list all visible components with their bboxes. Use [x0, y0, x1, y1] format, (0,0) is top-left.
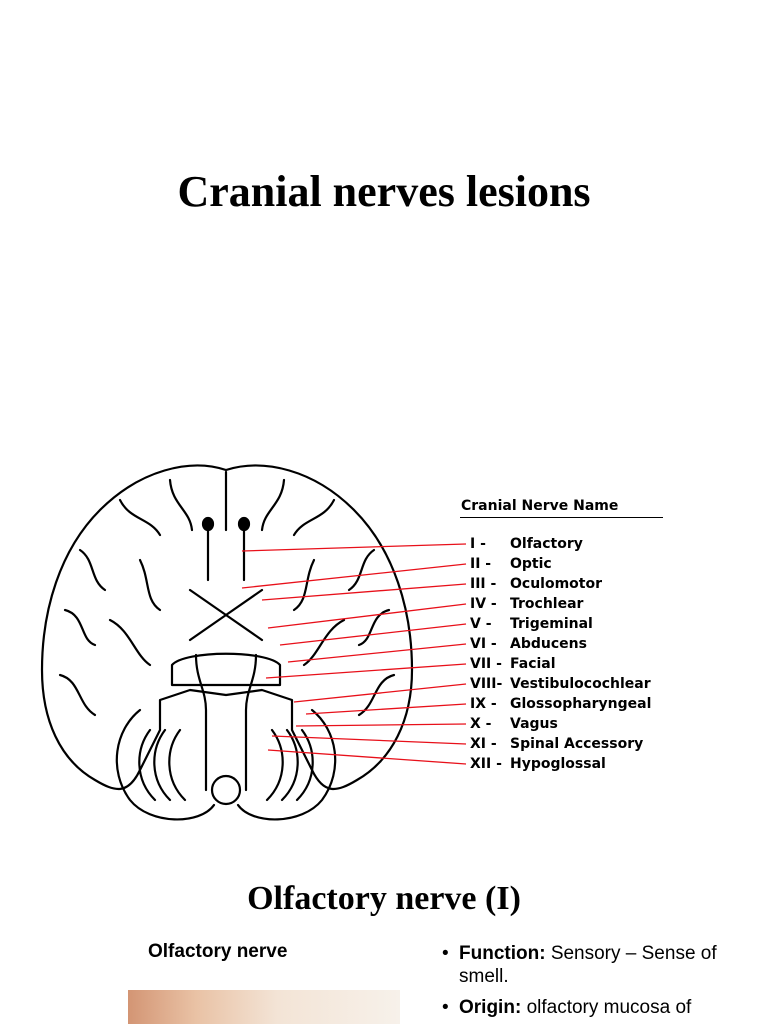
nerve-pointer-line — [241, 563, 467, 589]
nerve-number: VI - — [470, 636, 497, 652]
nerve-name: Olfactory — [510, 536, 583, 552]
nerve-name: Optic — [510, 556, 552, 572]
bullet-label: Function: — [459, 943, 546, 964]
nerve-pointer-line — [267, 749, 467, 765]
bullet-list: • Function: Sensory – Sense of smell. • Or… — [442, 942, 742, 1027]
nerve-pointer-line — [305, 703, 467, 715]
nerve-number: X - — [470, 716, 492, 732]
nerve-item: VIII- Vestibulocochlear — [470, 674, 651, 694]
bullet-text: olfactory mucosa of — [526, 997, 692, 1018]
nerve-number: XII - — [470, 756, 502, 772]
nerve-item: V - Trigeminal — [470, 614, 651, 634]
nerve-name: Facial — [510, 656, 556, 672]
nerve-name: Abducens — [510, 636, 587, 652]
nerve-name: Trochlear — [510, 596, 584, 612]
nerve-number: VIII- — [470, 676, 503, 692]
nerve-name: Spinal Accessory — [510, 736, 644, 752]
nerve-item: III - Oculomotor — [470, 574, 651, 594]
nerve-list-header: Cranial Nerve Name — [461, 498, 619, 514]
nerve-pointer-line — [241, 543, 467, 552]
nerve-number: VII - — [470, 656, 502, 672]
olfactory-anatomy-image — [128, 990, 400, 1024]
nerve-pointer-line — [279, 623, 467, 646]
nerve-item: XI - Spinal Accessory — [470, 734, 651, 754]
nerve-item: IV - Trochlear — [470, 594, 651, 614]
bullet-item: • Origin: olfactory mucosa of — [442, 996, 742, 1019]
brain-outline — [40, 464, 414, 791]
nerve-item: VII - Facial — [470, 654, 651, 674]
nerve-name: Hypoglossal — [510, 756, 606, 772]
nerve-item: II - Optic — [470, 554, 651, 574]
nerve-pointer-line — [261, 583, 467, 601]
bullet-text: Sensory – Sense of smell. — [459, 943, 717, 987]
bullet-item: • Function: Sensory – Sense of smell. — [442, 942, 742, 988]
nerve-number: IX - — [470, 696, 497, 712]
image-caption: Olfactory nerve — [148, 941, 288, 962]
nerve-item: I - Olfactory — [470, 534, 651, 554]
nerve-name: Oculomotor — [510, 576, 603, 592]
nerve-list-divider — [460, 517, 663, 518]
nerve-name: Glossopharyngeal — [510, 696, 652, 712]
nerve-item: IX - Glossopharyngeal — [470, 694, 651, 714]
nerve-number: XI - — [470, 736, 497, 752]
bullet-icon: • — [442, 997, 449, 1018]
nerve-number: V - — [470, 616, 492, 632]
bullet-label: Origin: — [459, 997, 522, 1018]
nerve-pointer-line — [295, 723, 467, 727]
nerve-number: I - — [470, 536, 486, 552]
nerve-item: X - Vagus — [470, 714, 651, 734]
nerve-item: XII - Hypoglossal — [470, 754, 651, 774]
bullet-icon: • — [442, 943, 449, 964]
nerve-name: Trigeminal — [510, 616, 593, 632]
nerve-pointer-line — [287, 643, 467, 663]
nerve-number: III - — [470, 576, 497, 592]
nerve-pointer-line — [267, 603, 467, 629]
nerve-name: Vestibulocochlear — [510, 676, 651, 692]
section-title: Olfactory nerve (I) — [247, 880, 521, 917]
nerve-pointer-lines — [241, 543, 467, 765]
nerve-pointer-line — [271, 735, 467, 745]
slide-title: Cranial nerves lesions — [177, 167, 591, 216]
nerve-number: II - — [470, 556, 492, 572]
nerve-pointer-line — [265, 663, 467, 679]
nerve-item: VI - Abducens — [470, 634, 651, 654]
brain-base-diagram — [40, 464, 467, 821]
nerve-list: I - Olfactory II - Optic III - Oculomotor I… — [470, 534, 651, 774]
nerve-pointer-line — [293, 683, 467, 703]
nerve-name: Vagus — [510, 716, 558, 732]
nerve-number: IV - — [470, 596, 497, 612]
